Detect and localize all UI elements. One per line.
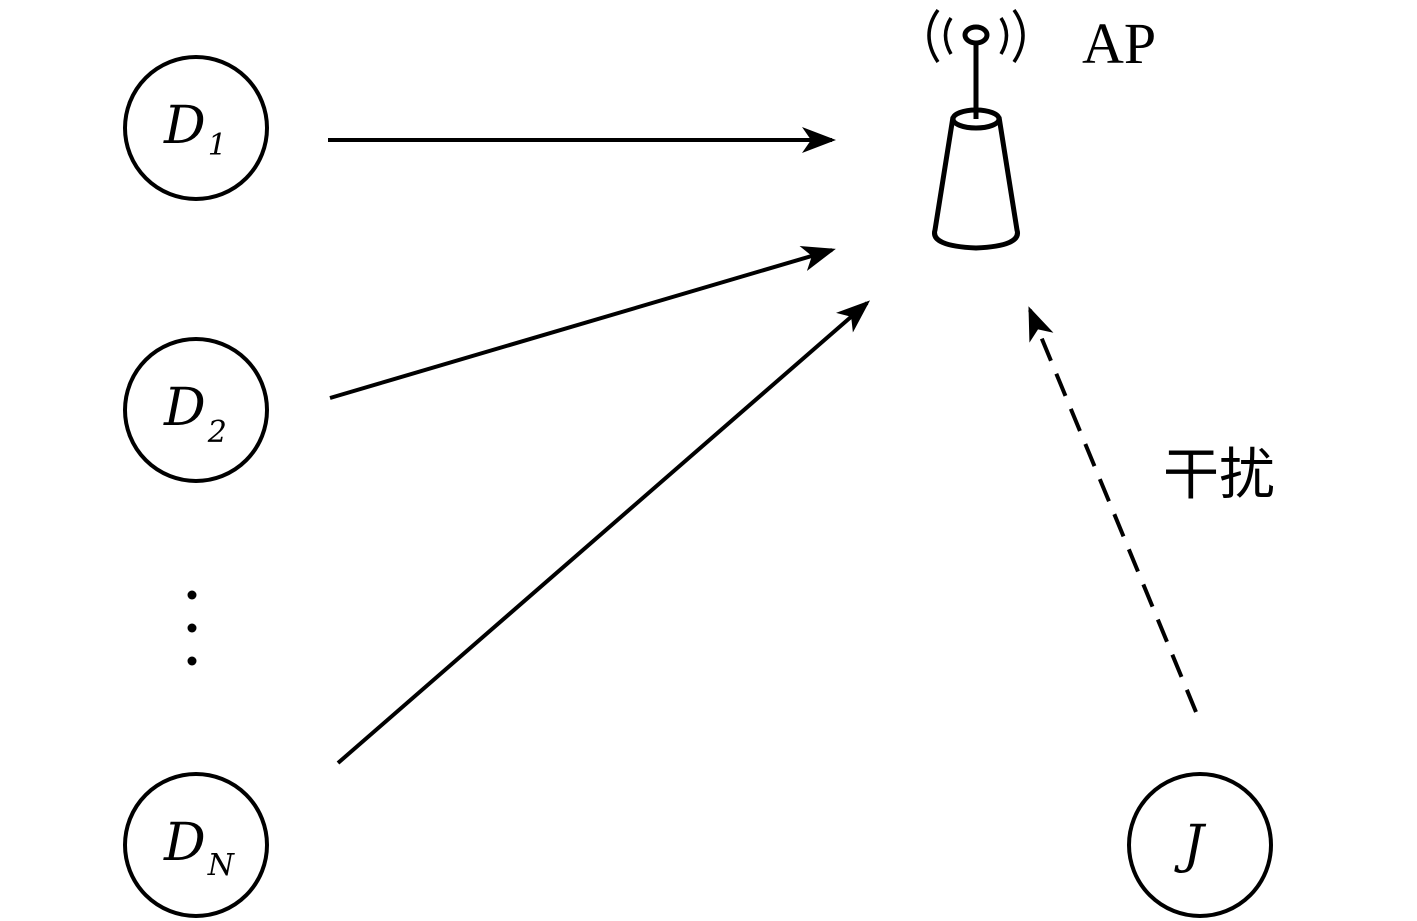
node-d2-sub: 2 [207,415,227,450]
svg-text:D1: D1 [163,96,227,163]
link-dn-to-ap [336,300,871,765]
node-dn-main: D [163,813,206,873]
interference-link-j-to-ap [1028,306,1198,713]
link-d2-to-ap [329,246,836,400]
node-d1-sub: 1 [208,128,227,163]
node-j-main: J [1174,815,1207,875]
node-d1-main: D [163,96,206,156]
node-d1: D1 [123,55,269,201]
ap-label: AP [1082,11,1156,76]
interference-label: 干扰 [1163,443,1275,508]
node-d2: D2 [123,337,269,483]
node-dn: DN [123,772,269,918]
node-j: J [1127,772,1273,918]
svg-text:D2: D2 [163,378,227,450]
antenna-tower-icon [927,8,1025,251]
svg-text:DN: DN [163,813,236,883]
node-dn-sub: N [207,848,236,883]
node-d2-main: D [163,378,206,438]
vertical-ellipsis-icon [187,590,197,666]
